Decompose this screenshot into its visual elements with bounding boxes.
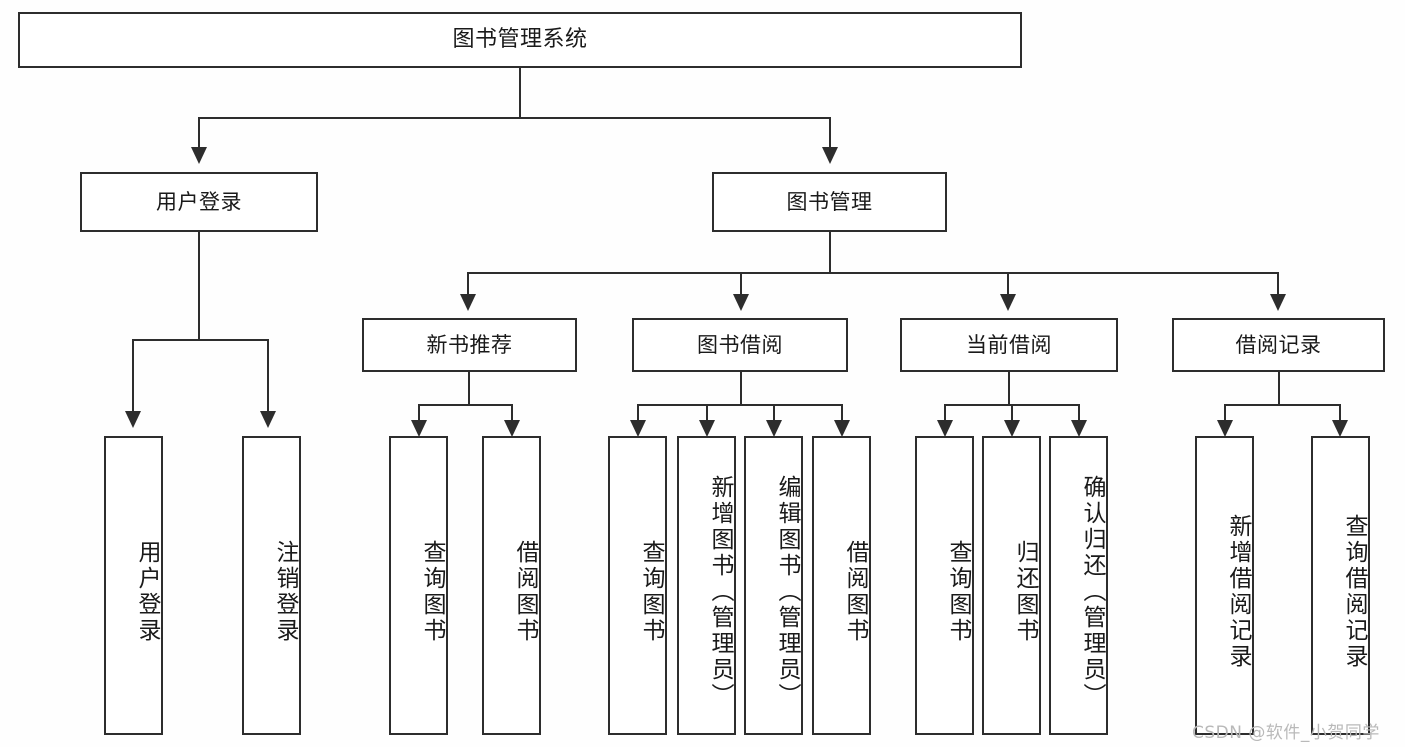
connector-bm-drop-1	[467, 272, 469, 294]
arrow-to-leaf-br-query-record	[1332, 420, 1348, 437]
connector-bm-drop-3	[1007, 272, 1009, 294]
csdn-watermark: CSDN @软件_小贺同学	[1192, 723, 1380, 743]
connector-book-management-stem	[829, 232, 831, 273]
connector-br-stem	[1278, 372, 1280, 405]
connector-nbr-stem	[468, 372, 470, 405]
node-label: 查询借阅记录	[1341, 513, 1367, 670]
connector-bb-drop-2	[706, 404, 708, 420]
connector-bb-drop-1	[637, 404, 639, 420]
leaf-logout-login[interactable]: 注销登录	[242, 436, 301, 735]
leaf-nbr-query-book[interactable]: 查询图书	[389, 436, 448, 735]
connector-br-bus	[1224, 404, 1341, 406]
connector-bb-stem	[740, 372, 742, 405]
arrow-to-book-management	[822, 147, 838, 164]
connector-book-management-bus	[467, 272, 1279, 274]
node-label: 查询图书	[945, 539, 971, 644]
arrow-to-current-borrow	[1000, 294, 1016, 311]
arrow-to-leaf-br-add-record	[1217, 420, 1233, 437]
connector-bb-bus	[637, 404, 843, 406]
node-label: 查询图书	[419, 539, 445, 644]
connector-br-drop-1	[1224, 404, 1226, 420]
connector-user-login-drop-2	[267, 339, 269, 411]
node-borrow-record[interactable]: 借阅记录	[1172, 318, 1385, 372]
arrow-to-leaf-bb-add-book	[699, 420, 715, 437]
leaf-br-query-record[interactable]: 查询借阅记录	[1311, 436, 1370, 735]
node-label: 图书管理系统	[452, 27, 588, 53]
connector-root-bus	[198, 117, 831, 119]
arrow-to-leaf-cb-return-book	[1004, 420, 1020, 437]
node-label: 查询图书	[638, 539, 664, 644]
connector-root-stem	[519, 68, 521, 118]
connector-nbr-bus	[418, 404, 513, 406]
leaf-br-add-record[interactable]: 新增借阅记录	[1195, 436, 1254, 735]
node-label: 归还图书	[1012, 539, 1038, 644]
node-label: 用户登录	[156, 189, 242, 214]
arrow-to-leaf-bb-query-book	[630, 420, 646, 437]
leaf-cb-confirm-return-admin[interactable]: 确认归还（管理员）	[1049, 436, 1108, 735]
node-label: 借阅记录	[1235, 332, 1322, 357]
connector-nbr-drop-2	[511, 404, 513, 420]
connector-cb-drop-3	[1078, 404, 1080, 420]
node-label: 借阅图书	[512, 539, 538, 644]
node-label: 新增借阅记录	[1225, 513, 1251, 670]
leaf-bb-edit-book-admin[interactable]: 编辑图书（管理员）	[744, 436, 803, 735]
arrow-to-leaf-cb-confirm-return	[1071, 420, 1087, 437]
arrow-to-leaf-cb-query-book	[937, 420, 953, 437]
node-label: 用户登录	[134, 539, 160, 644]
arrow-to-borrow-record	[1270, 294, 1286, 311]
connector-bb-drop-4	[841, 404, 843, 420]
node-label: 图书借阅	[697, 332, 783, 357]
connector-bm-drop-2	[740, 272, 742, 294]
arrow-to-user-login	[191, 147, 207, 164]
leaf-cb-query-book[interactable]: 查询图书	[915, 436, 974, 735]
node-label: 注销登录	[272, 539, 298, 644]
leaf-bb-query-book[interactable]: 查询图书	[608, 436, 667, 735]
arrow-to-leaf-nbr-query-book	[411, 420, 427, 437]
node-book-management[interactable]: 图书管理	[712, 172, 947, 232]
node-user-login[interactable]: 用户登录	[80, 172, 318, 232]
node-label: 借阅图书	[842, 539, 868, 644]
connector-user-login-stem	[198, 232, 200, 340]
connector-cb-drop-2	[1011, 404, 1013, 420]
leaf-cb-return-book[interactable]: 归还图书	[982, 436, 1041, 735]
arrow-to-leaf-nbr-borrow-book	[504, 420, 520, 437]
node-label: 确认归还（管理员）	[1079, 474, 1105, 709]
connector-root-drop-1	[198, 117, 200, 147]
connector-root-drop-2	[829, 117, 831, 147]
connector-br-drop-2	[1339, 404, 1341, 420]
arrow-to-leaf-bb-borrow-book	[834, 420, 850, 437]
node-root-book-management-system[interactable]: 图书管理系统	[18, 12, 1022, 68]
node-new-book-recommend[interactable]: 新书推荐	[362, 318, 577, 372]
arrow-to-book-borrow	[733, 294, 749, 311]
connector-nbr-drop-1	[418, 404, 420, 420]
node-label: 新书推荐	[426, 332, 513, 357]
connector-user-login-bus	[132, 339, 268, 341]
arrow-to-leaf-user-login	[125, 411, 141, 428]
node-book-borrow[interactable]: 图书借阅	[632, 318, 848, 372]
leaf-user-login[interactable]: 用户登录	[104, 436, 163, 735]
node-label: 当前借阅	[966, 332, 1052, 357]
node-label: 新增图书（管理员）	[707, 474, 733, 709]
node-label: 图书管理	[786, 189, 873, 214]
arrow-to-new-book-recommend	[460, 294, 476, 311]
arrow-to-leaf-bb-edit-book	[766, 420, 782, 437]
leaf-bb-borrow-book[interactable]: 借阅图书	[812, 436, 871, 735]
leaf-bb-add-book-admin[interactable]: 新增图书（管理员）	[677, 436, 736, 735]
leaf-nbr-borrow-book[interactable]: 借阅图书	[482, 436, 541, 735]
connector-cb-stem	[1008, 372, 1010, 405]
node-label: 编辑图书（管理员）	[774, 474, 800, 709]
connector-bb-drop-3	[773, 404, 775, 420]
node-current-borrow[interactable]: 当前借阅	[900, 318, 1118, 372]
connector-bm-drop-4	[1277, 272, 1279, 294]
arrow-to-leaf-logout-login	[260, 411, 276, 428]
connector-cb-drop-1	[944, 404, 946, 420]
connector-user-login-drop-1	[132, 339, 134, 411]
